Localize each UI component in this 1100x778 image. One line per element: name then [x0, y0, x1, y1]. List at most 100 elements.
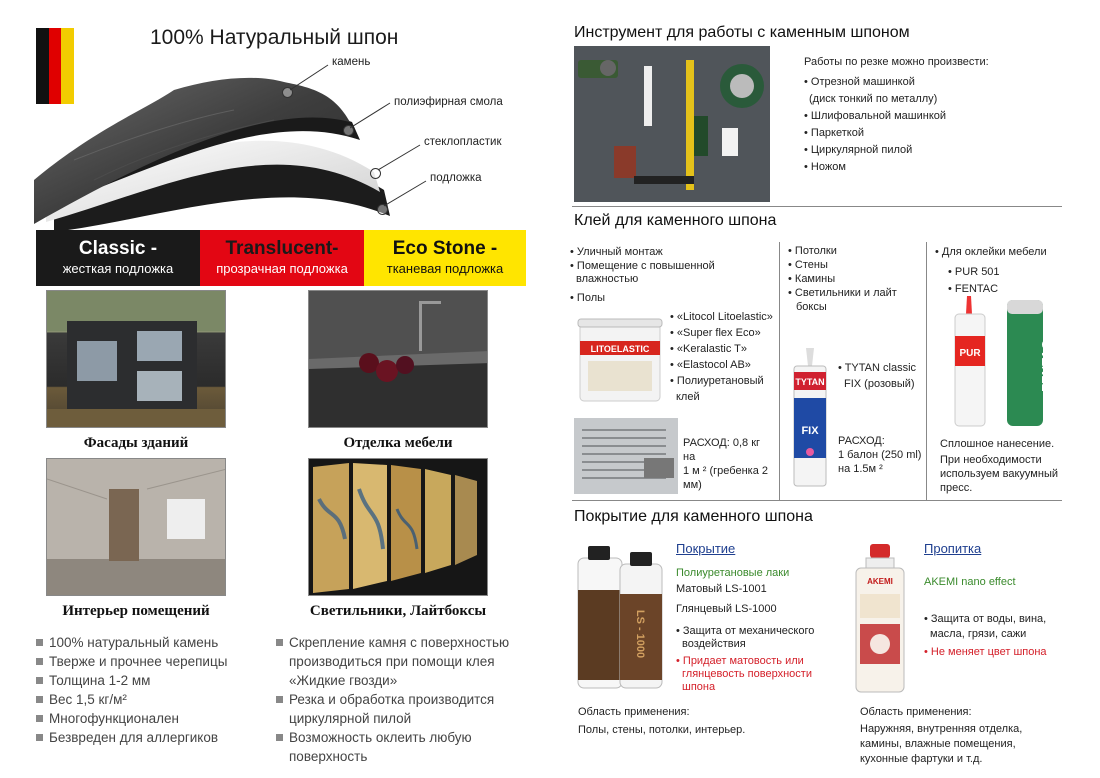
list-item: • Полиуретановый	[670, 375, 764, 387]
area-label: Область применения:	[578, 706, 690, 718]
variant-translucent: Translucent- прозрачная подложка	[200, 230, 364, 286]
list-item: • Отрезной машинкой	[804, 76, 915, 88]
list-item: • Светильники и лайт	[788, 287, 897, 299]
benefit-line: • Защита от воды, вина,	[924, 613, 1047, 625]
tube-image: TYTAN FIX	[788, 348, 832, 490]
caption-interior: Интерьер помещений	[62, 603, 210, 619]
list-item: • Стены	[788, 259, 828, 271]
glue-col2-uses: • Потолки • Стены • Камины • Светильники…	[788, 244, 924, 314]
tube-brand: TYTAN	[795, 377, 824, 387]
list-item: Скрепление камня с поверхностью производ…	[276, 633, 526, 690]
area-text: кухонные фартуки и т.д.	[860, 753, 983, 765]
list-item: 100% натуральный камень	[36, 633, 276, 652]
list-item: • Уличный монтаж	[570, 246, 663, 258]
photo-facade	[46, 290, 226, 428]
features-list-left: 100% натуральный камень Тверже и прочнее…	[36, 633, 276, 747]
layer-fiberglass	[46, 140, 380, 222]
page-title: 100% Натуральный шпон	[150, 26, 399, 49]
list-item: • Помещение с повышенной	[570, 260, 715, 272]
list-item: • Шлифовальной машинкой	[804, 110, 947, 122]
benefit-line: воздействия	[682, 638, 746, 650]
list-item: • PUR 501	[948, 266, 1000, 278]
glue-col2-usage: РАСХОД: 1 балон (250 ml) на 1.5м ²	[838, 434, 928, 476]
adhesive-bottles-image: PUR FENTAC	[945, 296, 1055, 430]
usage-line: РАСХОД: 0,8 кг на	[683, 437, 761, 463]
variants-band: Classic - жесткая подложка Translucent- …	[36, 230, 526, 286]
list-item: FIX (розовый)	[844, 378, 915, 390]
coating-title: Покрытие для каменного шпона	[574, 508, 813, 525]
column-divider	[926, 242, 927, 500]
layer-marker-resin	[343, 125, 354, 136]
list-item: (диск тонкий по металлу)	[809, 93, 938, 105]
list-item: • Ножом	[804, 161, 846, 173]
photo-interior	[46, 458, 226, 596]
variant-eco-stone: Eco Stone - тканевая подложка	[364, 230, 526, 286]
coating-variant: Глянцевый LS-1000	[676, 603, 777, 615]
flag-stripe-gold	[61, 28, 75, 104]
glue-col3-uses: • Для оклейки мебели	[935, 244, 1075, 260]
flag-stripe-black	[36, 28, 49, 104]
benefit-line: шпона	[682, 681, 716, 693]
list-item: боксы	[796, 301, 827, 313]
list-item: • «Super flex Eco»	[670, 327, 761, 339]
usage-line: 1 балон (250 ml)	[838, 449, 922, 461]
area-text: камины, влажные помещения,	[860, 738, 1016, 750]
layer-marker-fiberglass	[370, 168, 381, 179]
german-flag	[36, 28, 75, 104]
variant-classic-desc: жесткая подложка	[62, 261, 174, 276]
usage-line: Сплошное нанесение.	[940, 438, 1055, 450]
usage-line: на 1.5м ²	[838, 463, 883, 475]
leader-line-backing	[384, 180, 427, 207]
leader-line-resin	[350, 102, 391, 129]
layer-stone	[34, 77, 350, 225]
veneer-layers-illustration	[34, 77, 390, 232]
usage-line: 1 м ² (гребенка 2	[683, 465, 769, 477]
coating-col2-area: Область применения: Наружняя, внутренняя…	[860, 704, 1060, 767]
usage-line: пресс.	[940, 482, 973, 494]
list-item: Безвреден для аллергиков	[36, 728, 276, 747]
photo-furniture	[308, 290, 488, 428]
lacquer-bottle-label: LS - 1000	[634, 610, 646, 658]
list-item: влажностью	[576, 273, 639, 285]
list-item: • «Keralastic T»	[670, 343, 748, 355]
tools-intro: Работы по резке можно произвести:	[804, 56, 989, 68]
notched-trowel-photo	[574, 418, 678, 494]
coating-heading: Пропитка	[924, 541, 982, 556]
list-item: Толщина 1-2 мм	[36, 671, 276, 690]
layer-marker-stone	[282, 87, 293, 98]
list-item: Тверже и прочнее черепицы	[36, 652, 276, 671]
coating-col1: Покрытие Полиуретановые лаки Матовый LS-…	[676, 541, 826, 694]
coating-subheading: Полиуретановые лаки	[676, 567, 790, 579]
usage-line: РАСХОД:	[838, 435, 885, 447]
list-item: • Для оклейки мебели	[935, 246, 1047, 258]
list-item: • «Litocol Litoelastic»	[670, 311, 773, 323]
pur-label: PUR	[959, 348, 981, 359]
variant-eco-stone-desc: тканевая подложка	[386, 261, 504, 276]
glue-col2-products: • TYTAN classic FIX (розовый)	[838, 360, 928, 392]
layer-label-fiberglass: стеклопластик	[424, 136, 502, 148]
layer-label-backing: подложка	[430, 172, 482, 184]
tools-list: • Отрезной машинкой (диск тонкий по мета…	[804, 74, 1034, 176]
caption-facade: Фасады зданий	[83, 435, 189, 451]
bucket-label: LITOELASTIC	[591, 344, 650, 354]
benefit-line: • Придает матовость или	[676, 655, 804, 667]
layer-backing	[54, 154, 390, 232]
list-item: клей	[676, 391, 700, 403]
flag-stripe-red	[48, 28, 62, 104]
glue-col3-usage: Сплошное нанесение. При необходимости ис…	[940, 435, 1070, 495]
list-item: • Полы	[570, 292, 606, 304]
list-item: Возможность оклеить любую поверхность	[276, 728, 526, 766]
coating-variant: Матовый LS-1001	[676, 583, 767, 595]
tools-title: Инструмент для работы с каменным шпоном	[574, 24, 910, 41]
glue-col1-usage: РАСХОД: 0,8 кг на 1 м ² (гребенка 2 мм)	[683, 436, 775, 492]
area-text: Наружняя, внутренняя отделка,	[860, 723, 1023, 735]
area-label: Область применения:	[860, 706, 972, 718]
list-item: • TYTAN classic	[838, 362, 917, 374]
impregnation-bottle-label: AKEMI	[867, 577, 893, 586]
list-item: Многофункционален	[36, 709, 276, 728]
benefit-line: • Не меняет цвет шпона	[924, 646, 1047, 658]
list-item: • Паркеткой	[804, 127, 864, 139]
variant-classic-name: Classic -	[78, 238, 158, 259]
impregnation-bottle-image: AKEMI	[852, 542, 908, 694]
usage-line: При необходимости	[940, 454, 1042, 466]
